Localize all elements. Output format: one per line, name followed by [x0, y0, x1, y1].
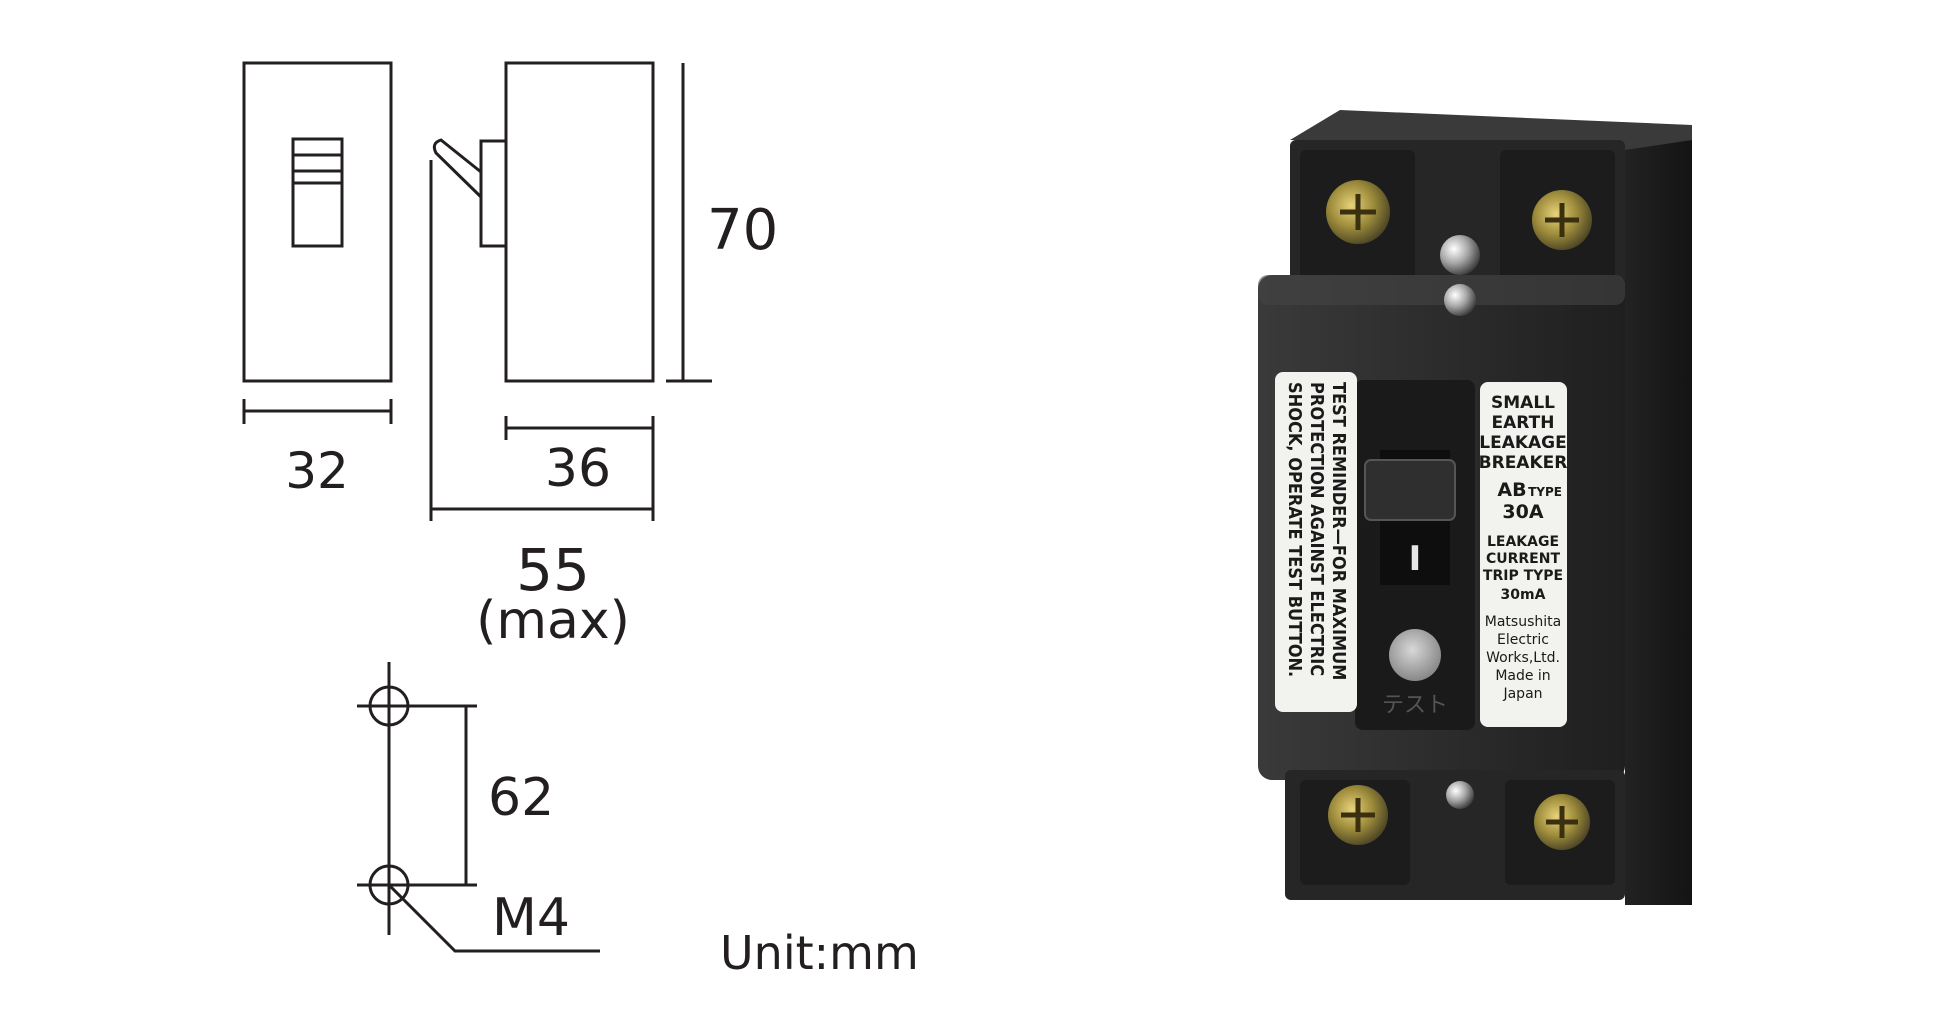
rating-line: BREAKER — [1479, 453, 1568, 473]
test-button-label: テスト — [1382, 693, 1448, 718]
warning-line-1: TEST REMINDER—FOR MAXIMUM — [1328, 382, 1349, 680]
mount-hole-top — [368, 685, 410, 727]
maker-line: Electric — [1497, 632, 1549, 648]
front-view — [242, 61, 393, 424]
left-warning-label — [1275, 372, 1357, 712]
breaker-side-face — [1625, 125, 1692, 905]
center-screw-icon — [1440, 235, 1480, 275]
test-button[interactable] — [1389, 629, 1441, 681]
rating-current: 30A — [1502, 501, 1543, 523]
side-view — [429, 61, 712, 521]
side-depth-label: 36 — [545, 439, 611, 499]
rating-label-text: SMALL EARTH LEAKAGE BREAKER AB TYPE 30A … — [1479, 393, 1568, 702]
screw-leader — [387, 883, 600, 953]
rating-line: EARTH — [1492, 413, 1555, 433]
front-body-outline — [242, 61, 393, 383]
screw-slot — [1546, 806, 1578, 838]
side-handle-base — [479, 139, 508, 248]
type-word: TYPE — [1528, 485, 1562, 499]
mount-pitch-label: 62 — [488, 768, 554, 828]
front-switch-outline — [291, 137, 344, 248]
trip-line: LEAKAGE — [1487, 534, 1559, 550]
breaker-toggle-switch[interactable] — [1364, 459, 1456, 521]
maker-line: Matsushita — [1485, 614, 1561, 630]
rating-line: SMALL — [1491, 393, 1555, 413]
maker-line: Works,Ltd. — [1486, 650, 1560, 666]
maker-line: Japan — [1502, 686, 1542, 702]
switch-on-mark: I — [1409, 539, 1422, 579]
trip-line: CURRENT — [1486, 551, 1560, 567]
screw-slot — [1341, 798, 1375, 832]
total-depth-label: 55 — [516, 536, 590, 604]
trip-line: TRIP TYPE — [1483, 568, 1563, 584]
maker-line: Made in — [1495, 668, 1550, 684]
breaker-photo: I テスト TEST REMINDER—FOR MAXIMUM PROTECTI… — [1258, 110, 1692, 905]
left-warning-text: TEST REMINDER—FOR MAXIMUM PROTECTION AGA… — [1284, 382, 1349, 680]
side-body-outline — [504, 61, 655, 383]
height-label: 70 — [707, 198, 778, 263]
total-depth-note: (max) — [476, 591, 630, 651]
type-prefix: AB — [1497, 479, 1526, 501]
screw-slot — [1545, 203, 1579, 237]
screw-slot — [1340, 194, 1376, 230]
front-width-label: 32 — [285, 442, 349, 500]
warning-line-2: PROTECTION AGAINST ELECTRIC — [1306, 382, 1327, 676]
center-screw-icon — [1444, 284, 1476, 316]
warning-line-3: SHOCK, OPERATE TEST BUTTON. — [1284, 382, 1305, 677]
screw-label: M4 — [492, 888, 570, 948]
body-top-edge — [1258, 275, 1625, 305]
rating-label — [1480, 382, 1567, 727]
mounting-diagram — [357, 662, 600, 953]
mount-hole-bottom — [368, 864, 410, 906]
trip-line: 30mA — [1501, 587, 1546, 603]
unit-label: Unit:mm — [720, 926, 919, 980]
side-handle-lever — [432, 138, 483, 199]
center-screw-icon — [1446, 781, 1474, 809]
rating-line: LEAKAGE — [1479, 433, 1567, 453]
